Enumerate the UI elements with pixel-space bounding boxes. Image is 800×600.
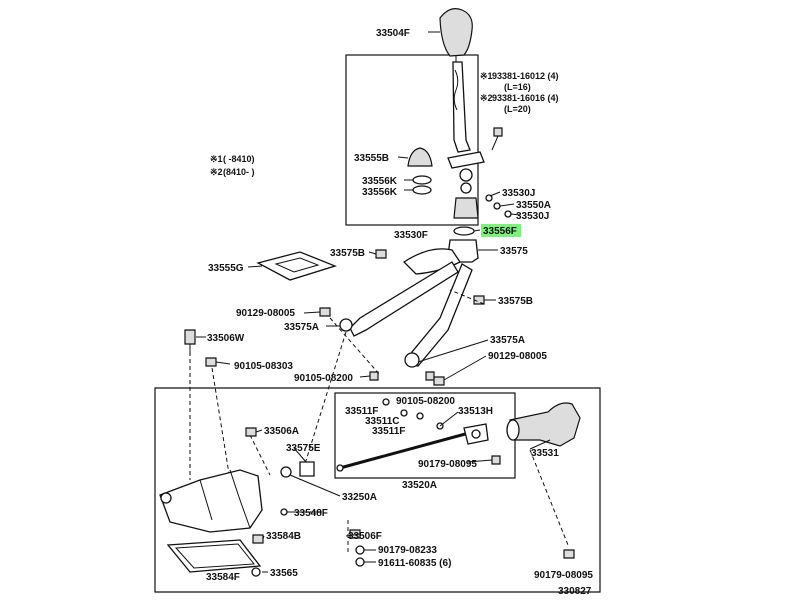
bolt-note-1-length: (L=16)	[504, 82, 531, 92]
bushing-33575B	[375, 249, 387, 259]
label-33550A[interactable]: 33550A	[516, 200, 551, 211]
lever-ball	[460, 182, 472, 194]
label-33513H[interactable]: 33513H	[458, 406, 493, 417]
label-90129-08005-2[interactable]: 90129-08005	[488, 351, 547, 362]
select-cable-rod	[339, 428, 481, 470]
legend-note-1-text: ( -8410)	[223, 154, 255, 164]
label-93381-16012[interactable]: 93381-16012 (4)	[492, 71, 559, 81]
legend-note-1-mark: ※1	[210, 154, 223, 164]
shift-lever-base-33250A	[159, 469, 263, 533]
bolt-note-2-mark: ※2	[480, 93, 493, 103]
shift-arm-left	[349, 261, 459, 337]
label-33575B-2[interactable]: 33575B	[498, 296, 533, 307]
label-33548F[interactable]: 33548F	[294, 508, 328, 519]
upper-assembly-frame	[345, 54, 479, 226]
legend-note-2-text: (8410- )	[223, 167, 255, 177]
label-33531[interactable]: 33531	[531, 448, 559, 459]
label-33584B[interactable]: 33584B	[266, 531, 301, 542]
bolt-93381	[493, 127, 503, 137]
label-33555G[interactable]: 33555G	[208, 263, 244, 274]
label-90179-08095-2[interactable]: 90179-08095	[534, 570, 593, 581]
lower-assembly-frame	[154, 387, 601, 593]
shift-boot-33555B	[407, 147, 433, 167]
label-90105-08200-2[interactable]: 90105-08200	[396, 396, 455, 407]
label-33575B-1[interactable]: 33575B	[330, 248, 365, 259]
label-33511C[interactable]: 33511C	[365, 416, 399, 427]
lever-base-plate	[447, 151, 485, 169]
gasket-33584F	[166, 539, 262, 573]
bushing-33575E	[299, 461, 315, 477]
label-33506A[interactable]: 33506A	[264, 426, 299, 437]
boot-plate-33555G	[256, 251, 337, 281]
label-33584F[interactable]: 33584F	[206, 572, 240, 583]
bolt-33506W	[184, 329, 196, 345]
label-33530J-2[interactable]: 33530J	[516, 211, 549, 222]
label-90179-08095-1[interactable]: 90179-08095	[418, 459, 477, 470]
label-93381-16016[interactable]: 93381-16016 (4)	[492, 93, 559, 103]
label-90105-08200-1[interactable]: 90105-08200	[294, 373, 353, 384]
label-33250A[interactable]: 33250A	[342, 492, 377, 503]
label-33575A-2[interactable]: 33575A	[490, 335, 525, 346]
legend-note-2-mark: ※2	[210, 167, 223, 177]
highlight-33556F	[481, 224, 521, 237]
label-33530F[interactable]: 33530F	[394, 230, 428, 241]
label-33506W[interactable]: 33506W	[207, 333, 245, 344]
label-33575E[interactable]: 33575E	[286, 443, 321, 454]
label-90179-08233[interactable]: 90179-08233	[378, 545, 437, 556]
label-33565[interactable]: 33565	[270, 568, 298, 579]
label-33511F-2[interactable]: 33511F	[372, 426, 405, 437]
label-90129-08005-1[interactable]: 90129-08005	[236, 308, 295, 319]
lever-pivot	[459, 168, 473, 182]
label-33556F[interactable]: 33556F	[483, 226, 517, 237]
label-33556K-1[interactable]: 33556K	[362, 176, 398, 187]
label-33530J-1[interactable]: 33530J	[502, 188, 535, 199]
lever-nut	[453, 197, 479, 219]
label-33555B[interactable]: 33555B	[354, 153, 389, 164]
shift-knob	[439, 8, 473, 57]
label-33556K-2[interactable]: 33556K	[362, 187, 398, 198]
bolt-note-1-mark: ※1	[480, 71, 493, 81]
bolt-note-2-length: (L=20)	[504, 104, 531, 114]
label-33520A[interactable]: 33520A	[402, 480, 437, 491]
label-91611-60835[interactable]: 91611-60835 (6)	[378, 558, 451, 569]
diagram-code: 330827	[558, 586, 592, 597]
label-33575A-1[interactable]: 33575A	[284, 322, 319, 333]
label-33575[interactable]: 33575	[500, 246, 528, 257]
seal-33556K-2	[412, 185, 432, 195]
seal-33556K-1	[412, 175, 432, 185]
label-33504F[interactable]: 33504F	[376, 28, 410, 39]
label-33511F-1[interactable]: 33511F	[345, 406, 378, 417]
label-33506F[interactable]: 33506F	[348, 531, 382, 542]
shift-housing-33531	[509, 402, 581, 447]
washer-33556F	[453, 226, 475, 236]
label-90105-08303[interactable]: 90105-08303	[234, 361, 293, 372]
